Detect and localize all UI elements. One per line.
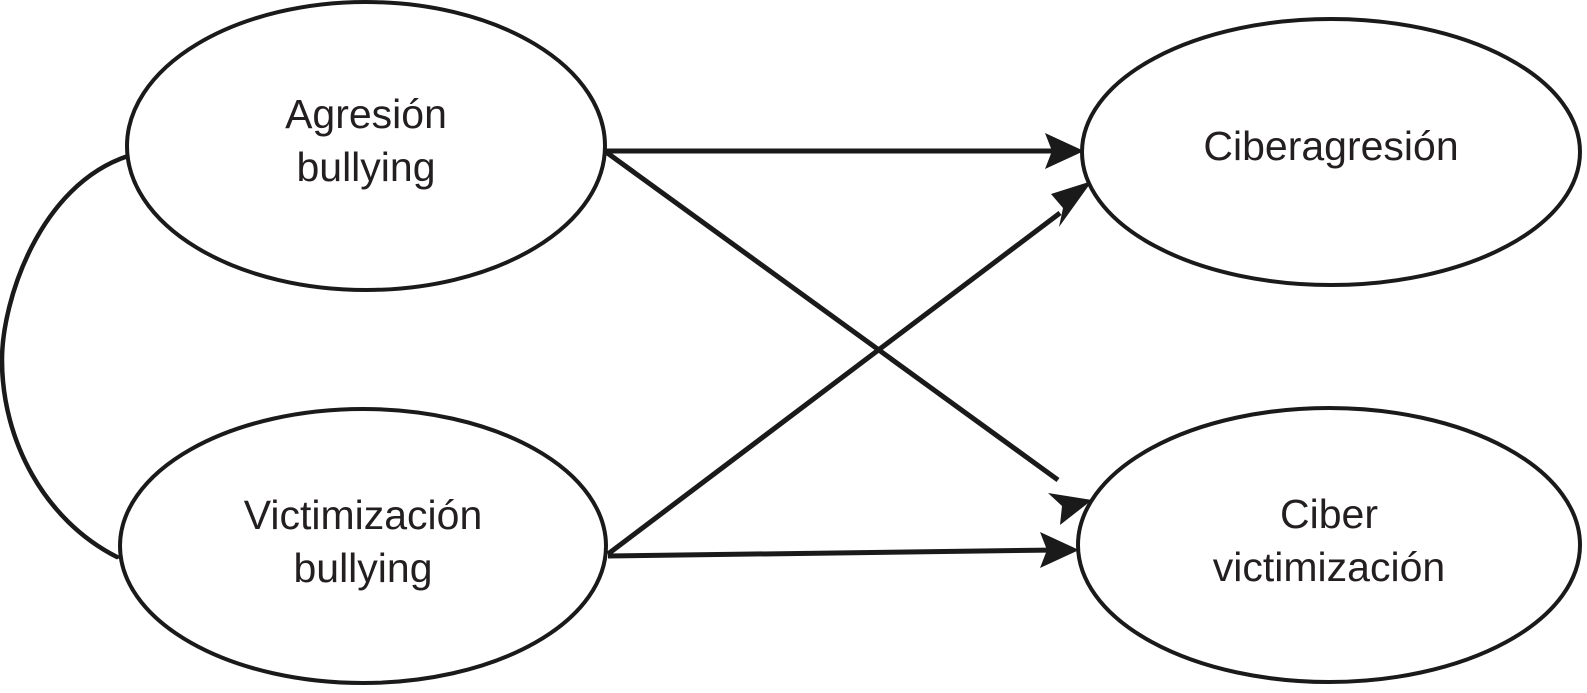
edge-victimization-to-cybervictimization-line[interactable] [607,547,1059,559]
edge-aggression-to-cybervictimization-line[interactable] [604,149,1060,483]
node-ciberagresion-ellipse[interactable] [1080,17,1582,287]
node-agresion-bullying-label-line2: bullying [296,144,435,190]
node-agresion-bullying-label-line1: Agresión [285,91,447,137]
edge-aggression-to-cybervictimization-arrowhead [1048,493,1092,525]
node-ciber-victimizacion-label-line1: Ciber [1280,491,1378,537]
node-victimizacion-bullying-ellipse[interactable] [118,407,608,685]
node-ciber-victimizacion[interactable]: Ciber victimización [1076,406,1582,684]
node-agresion-bullying-ellipse[interactable] [125,0,607,292]
node-ciber-victimizacion-label-line2: victimización [1213,544,1445,590]
edge-aggression-to-cyberaggression-arrowhead [1045,133,1084,169]
node-agresion-bullying[interactable]: Agresión bullying [125,0,607,292]
node-ciber-victimizacion-ellipse[interactable] [1076,406,1582,684]
node-victimizacion-bullying-label-line1: Victimización [244,492,483,538]
node-ciberagresion[interactable]: Ciberagresión [1080,17,1582,287]
node-ciberagresion-label-line1: Ciberagresión [1203,123,1458,169]
edge-victimization-to-cyberaggression-line[interactable] [606,211,1062,556]
edge-aggression-victimization-correlation[interactable] [0,153,131,560]
edge-victimization-to-cyberaggression-arrowhead [1051,181,1092,227]
node-victimizacion-bullying-label-line2: bullying [293,545,432,591]
node-victimizacion-bullying[interactable]: Victimización bullying [118,407,608,685]
edge-victimization-to-cybervictimization-arrowhead [1040,532,1079,568]
